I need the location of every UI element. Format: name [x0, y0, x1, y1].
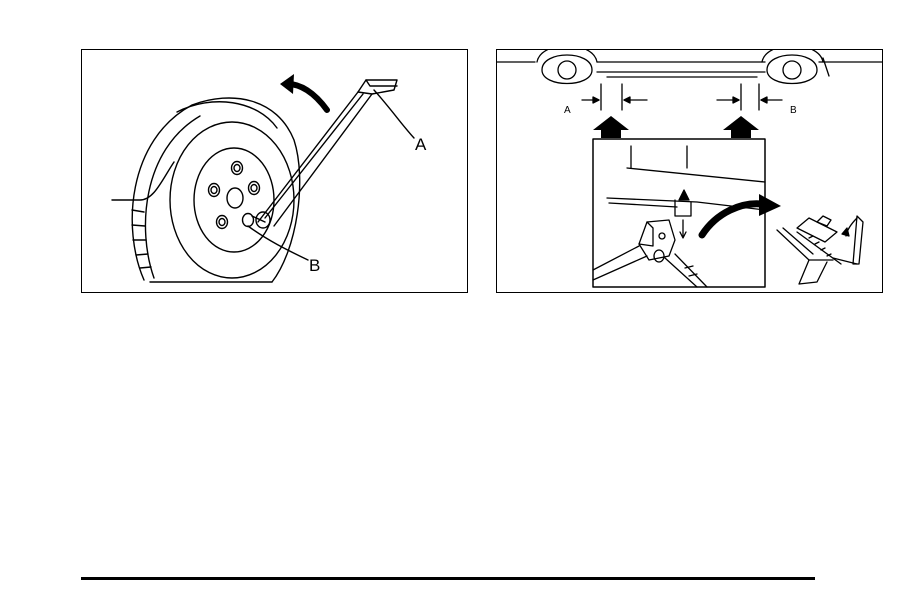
scissor-jack — [777, 216, 863, 284]
lift-point-a-marks — [582, 84, 647, 110]
lug-nuts — [209, 162, 260, 229]
footer-divider — [81, 577, 815, 580]
rotation-arrow — [288, 84, 327, 110]
lift-point-b-marks — [717, 84, 782, 110]
callout-label-b: B — [790, 106, 797, 116]
callout-label-b: B — [309, 257, 320, 274]
callout-label-a: A — [415, 136, 426, 153]
wheel-center-cap — [227, 188, 243, 208]
figure-jack-lift-points: A B — [496, 49, 883, 293]
fender-outline — [112, 162, 174, 200]
lift-arrow-b — [723, 116, 759, 138]
wheel-hub-ring — [194, 148, 274, 252]
front-wheel — [537, 50, 597, 84]
jack-position-illustration — [497, 50, 883, 293]
rocker-panel — [597, 72, 765, 77]
rear-wheel — [762, 50, 823, 84]
detail-transition-arrowhead — [759, 194, 781, 216]
figure-wheel-wrench: A B — [81, 49, 468, 293]
callout-a-leader — [374, 90, 414, 138]
detail-inset-box — [593, 139, 765, 287]
detail-vehicle-side — [607, 146, 765, 238]
callout-label-a: A — [564, 106, 571, 116]
wheel-wrench-illustration — [82, 50, 468, 293]
rotation-arrow-head — [280, 74, 294, 94]
lift-arrow-a — [593, 116, 629, 138]
body-edge — [823, 58, 829, 76]
detail-jack-head — [593, 220, 707, 287]
